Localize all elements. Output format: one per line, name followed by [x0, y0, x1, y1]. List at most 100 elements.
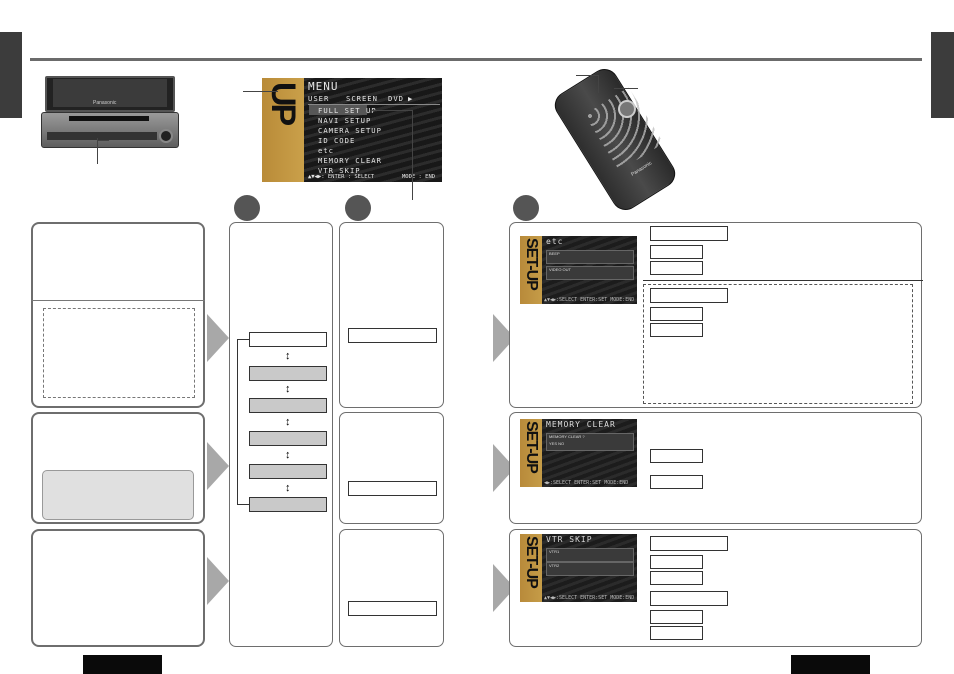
- vtr-skip-screen-row-1: VTR1: [546, 548, 634, 562]
- remote-joystick[interactable]: [618, 100, 636, 118]
- memory-clear-screen: SET-UP MEMORY CLEAR MEMORY CLEAR ?YES NO…: [520, 419, 637, 487]
- menu-callout-line-1: [243, 91, 278, 92]
- step1-option-2[interactable]: [249, 366, 327, 381]
- head-unit-illustration: Panasonic: [41, 76, 179, 150]
- vtr-skip-box-4[interactable]: [650, 591, 728, 606]
- tab-user[interactable]: USER: [308, 94, 330, 103]
- step1-option-4[interactable]: [249, 431, 327, 446]
- step-circle-2: [345, 195, 371, 221]
- menu-item-vtr-skip[interactable]: VTR SKIP: [318, 166, 361, 175]
- etc-screen-footer: ▲▼◀▶:SELECT ENTER:SET MODE:END: [544, 297, 635, 303]
- vtr-skip-box-2[interactable]: [650, 555, 703, 569]
- step1-option-5[interactable]: [249, 464, 327, 479]
- menu-highlight: [309, 105, 367, 115]
- etc-box-5[interactable]: [650, 307, 703, 321]
- left-panel-3: [31, 529, 205, 647]
- vtr-skip-box-1[interactable]: [650, 536, 728, 551]
- memory-clear-screen-title: MEMORY CLEAR: [546, 420, 616, 429]
- etc-note-area: [643, 284, 913, 404]
- menu-footer-left: ▲▼◀▶: ENTER : SELECT: [308, 174, 375, 180]
- arrow-right-3: [207, 557, 229, 605]
- menu-tabs: USER SCREEN DVD ▶: [308, 94, 440, 103]
- cycle-loop-line: [237, 339, 249, 505]
- remote-pointer-1: [576, 75, 598, 76]
- vtr-skip-box-3[interactable]: [650, 571, 703, 585]
- arrow-right-1: [207, 314, 229, 362]
- step3-panel-vtr-skip: SET-UP VTR SKIP VTR1 VTR2 ▲▼◀▶:SELECT EN…: [509, 529, 922, 647]
- page-label-right: [791, 655, 870, 674]
- memory-clear-screen-footer: ◀▶:SELECT ENTER:SET MODE:END: [544, 480, 629, 486]
- step1-option-3[interactable]: [249, 398, 327, 413]
- top-rule: [30, 58, 922, 61]
- step1-option-6[interactable]: [249, 497, 327, 512]
- etc-screen: SET-UP etc BEEP VIDEO OUT ▲▼◀▶:SELECT EN…: [520, 236, 637, 304]
- step2-box-2[interactable]: [348, 481, 437, 496]
- vtr-skip-screen-row-2: VTR2: [546, 562, 634, 576]
- memory-clear-screen-side-text: SET-UP: [523, 421, 540, 473]
- menu-item-id-code[interactable]: ID CODE: [318, 136, 356, 145]
- tab-next[interactable]: ▶: [408, 94, 414, 103]
- tab-dvd[interactable]: DVD: [388, 94, 404, 103]
- vtr-skip-screen-footer: ▲▼◀▶:SELECT ENTER:SET MODE:END: [544, 595, 635, 601]
- etc-box-3[interactable]: [650, 261, 703, 275]
- updown-arrow-3: ↕: [285, 416, 291, 428]
- vtr-skip-box-5[interactable]: [650, 610, 703, 624]
- menu-item-camera-setup[interactable]: CAMERA SETUP: [318, 126, 382, 135]
- left-chapter-tab: [0, 32, 22, 118]
- volume-knob[interactable]: [159, 129, 173, 143]
- vtr-skip-screen-title: VTR SKIP: [546, 535, 593, 544]
- remote-control: Panasonic: [549, 63, 681, 216]
- etc-screen-side-text: SET-UP: [523, 238, 540, 290]
- tab-screen[interactable]: SCREEN: [346, 94, 378, 103]
- memory-clear-screen-row: MEMORY CLEAR ?YES NO: [546, 433, 634, 451]
- menu-item-memory-clear[interactable]: MEMORY CLEAR: [318, 156, 382, 165]
- memory-clear-box-1[interactable]: [650, 449, 703, 463]
- etc-box-1[interactable]: [650, 226, 728, 241]
- page-label-left: [83, 655, 162, 674]
- etc-screen-row-2: VIDEO OUT: [546, 266, 634, 280]
- step2-panel-2: [339, 412, 444, 524]
- updown-arrow-1: ↕: [285, 350, 291, 362]
- updown-arrow-2: ↕: [285, 383, 291, 395]
- step2-box-3[interactable]: [348, 601, 437, 616]
- step1-option-1[interactable]: [249, 332, 327, 347]
- arrow-right-2: [207, 442, 229, 490]
- etc-box-6[interactable]: [650, 323, 703, 337]
- menu-item-etc[interactable]: etc: [318, 146, 334, 155]
- step2-panel-1: [339, 222, 444, 408]
- etc-divider: [643, 280, 923, 281]
- etc-screen-title: etc: [546, 237, 564, 246]
- updown-arrow-4: ↕: [285, 449, 291, 461]
- menu-title: MENU: [308, 80, 339, 93]
- menu-callout-line-3: [412, 110, 413, 200]
- left-panel-1-note: [43, 308, 195, 398]
- vtr-skip-screen: SET-UP VTR SKIP VTR1 VTR2 ▲▼◀▶:SELECT EN…: [520, 534, 637, 602]
- memory-clear-box-2[interactable]: [650, 475, 703, 489]
- menu-item-full-set-up[interactable]: FULL SET UP: [318, 106, 377, 115]
- updown-arrow-5: ↕: [285, 482, 291, 494]
- head-unit-pointer-1: [97, 138, 98, 164]
- step3-panel-memory-clear: SET-UP MEMORY CLEAR MEMORY CLEAR ?YES NO…: [509, 412, 922, 524]
- etc-box-2[interactable]: [650, 245, 703, 259]
- step3-panel-etc: SET-UP etc BEEP VIDEO OUT ▲▼◀▶:SELECT EN…: [509, 222, 923, 408]
- vtr-skip-screen-side-text: SET-UP: [523, 536, 540, 588]
- menu-footer-right: MODE : END: [402, 174, 436, 180]
- left-panel-1: [31, 222, 205, 408]
- head-unit-brand: Panasonic: [93, 100, 117, 106]
- vtr-skip-box-6[interactable]: [650, 626, 703, 640]
- step1-panel: ↕ ↕ ↕ ↕ ↕: [229, 222, 333, 647]
- menu-item-navi-setup[interactable]: NAVI SETUP: [318, 116, 372, 125]
- left-panel-2: [31, 412, 205, 524]
- left-panel-2-note: [42, 470, 194, 520]
- etc-box-4[interactable]: [650, 288, 728, 303]
- step-circle-1: [234, 195, 260, 221]
- step2-panel-3: [339, 529, 444, 647]
- head-unit-pointer-2: [97, 140, 109, 141]
- step2-box-1[interactable]: [348, 328, 437, 343]
- menu-callout-line-2: [372, 110, 412, 111]
- right-chapter-tab: [931, 32, 954, 118]
- etc-screen-row-1: BEEP: [546, 250, 634, 264]
- menu-screen: SET-UP MENU USER SCREEN DVD ▶ FULL SET U…: [262, 78, 442, 182]
- remote-pointer-3: [614, 88, 638, 89]
- remote-pointer-2: [598, 75, 599, 93]
